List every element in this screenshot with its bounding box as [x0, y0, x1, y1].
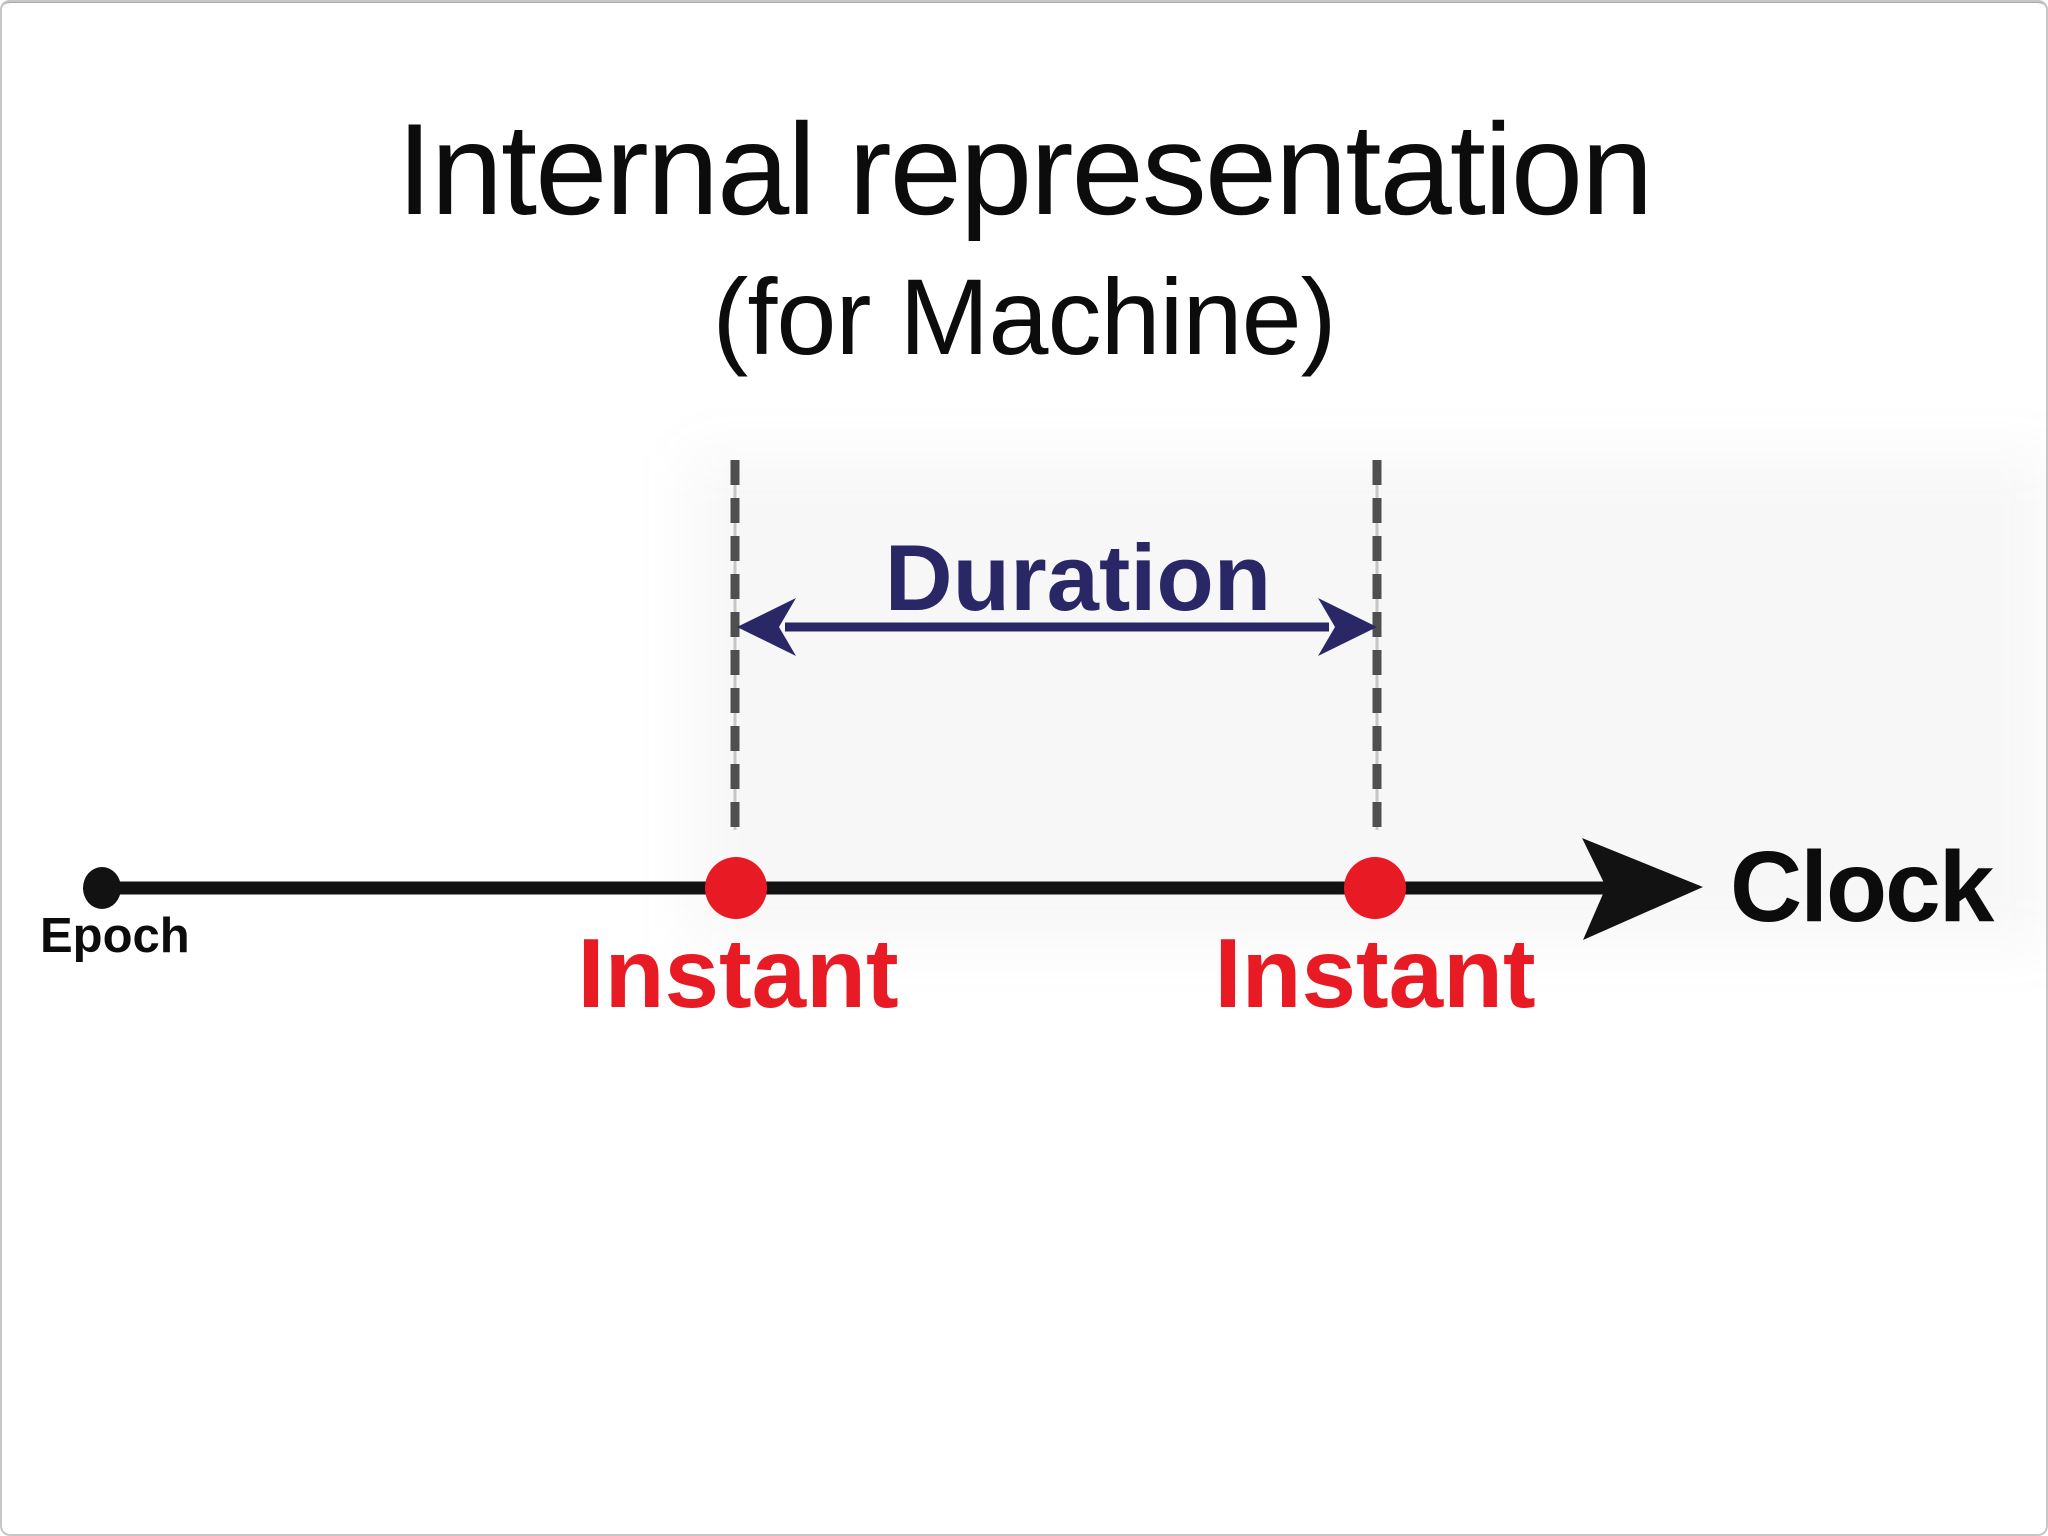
instant-dot-right	[1344, 857, 1406, 919]
duration-arrowhead-right-icon	[1318, 598, 1377, 656]
page-subtitle: (for Machine)	[712, 256, 1336, 377]
page-title: Internal representation	[396, 96, 1654, 242]
instant-dot-left	[705, 857, 767, 919]
clock-label: Clock	[1730, 831, 1995, 943]
timeline-arrowhead-icon	[1582, 838, 1703, 940]
epoch-dot	[83, 867, 121, 909]
epoch-label: Epoch	[40, 909, 190, 963]
instant-label-right: Instant	[1214, 918, 1535, 1028]
duration-arrowhead-left-icon	[737, 598, 796, 656]
duration-label: Duration	[885, 525, 1271, 630]
instant-label-left: Instant	[577, 918, 898, 1028]
